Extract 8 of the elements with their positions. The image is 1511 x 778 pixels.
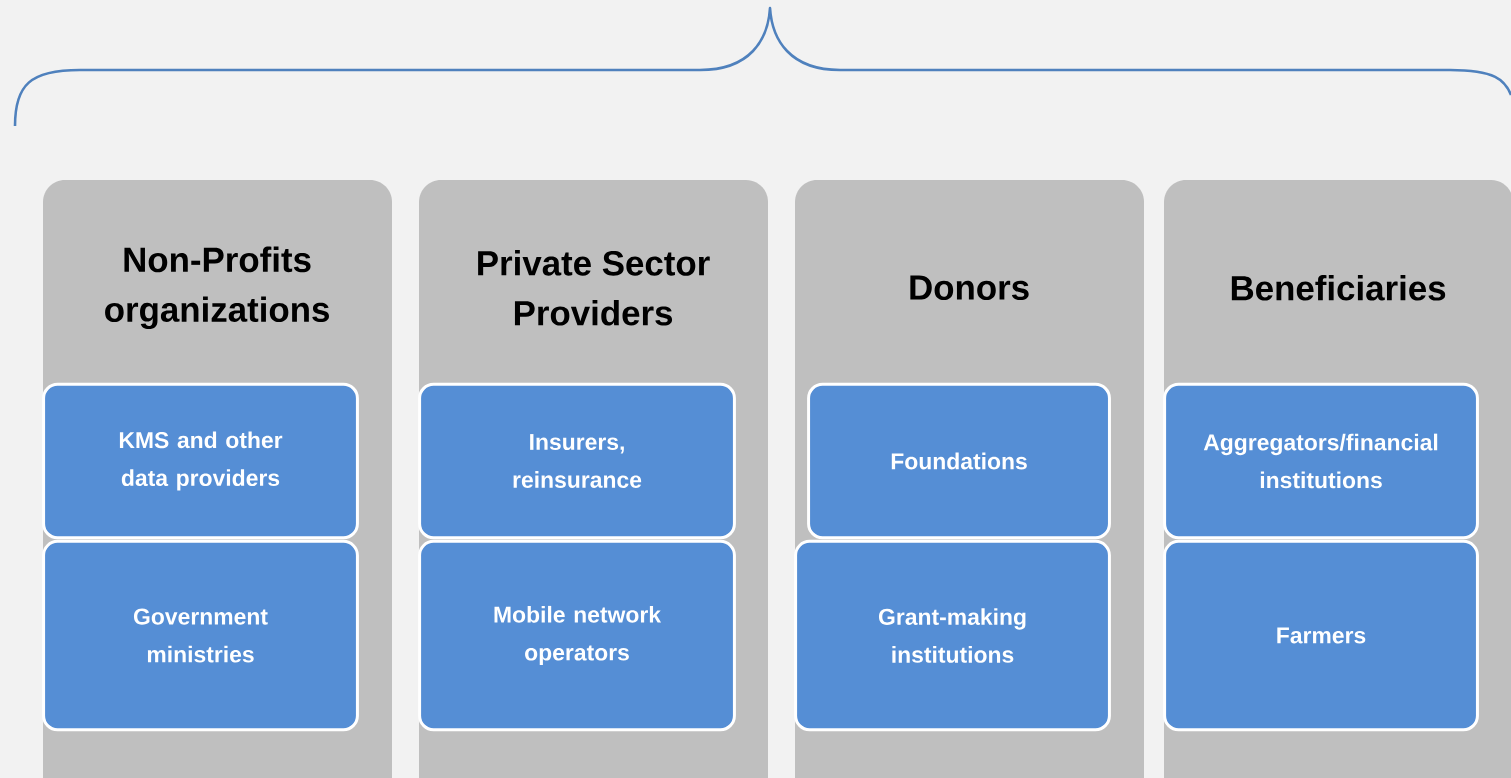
category-box: Government ministries [42, 539, 359, 732]
category-box: Farmers [1163, 539, 1479, 732]
category-box: Insurers, reinsurance [418, 382, 736, 540]
category-box: Mobile network operators [418, 539, 736, 732]
category-box: Foundations [807, 382, 1111, 540]
category-box: Grant-making institutions [794, 539, 1111, 732]
category-box: Aggregators/financial institutions [1163, 382, 1479, 540]
category-box: KMS and other data providers [42, 382, 359, 540]
